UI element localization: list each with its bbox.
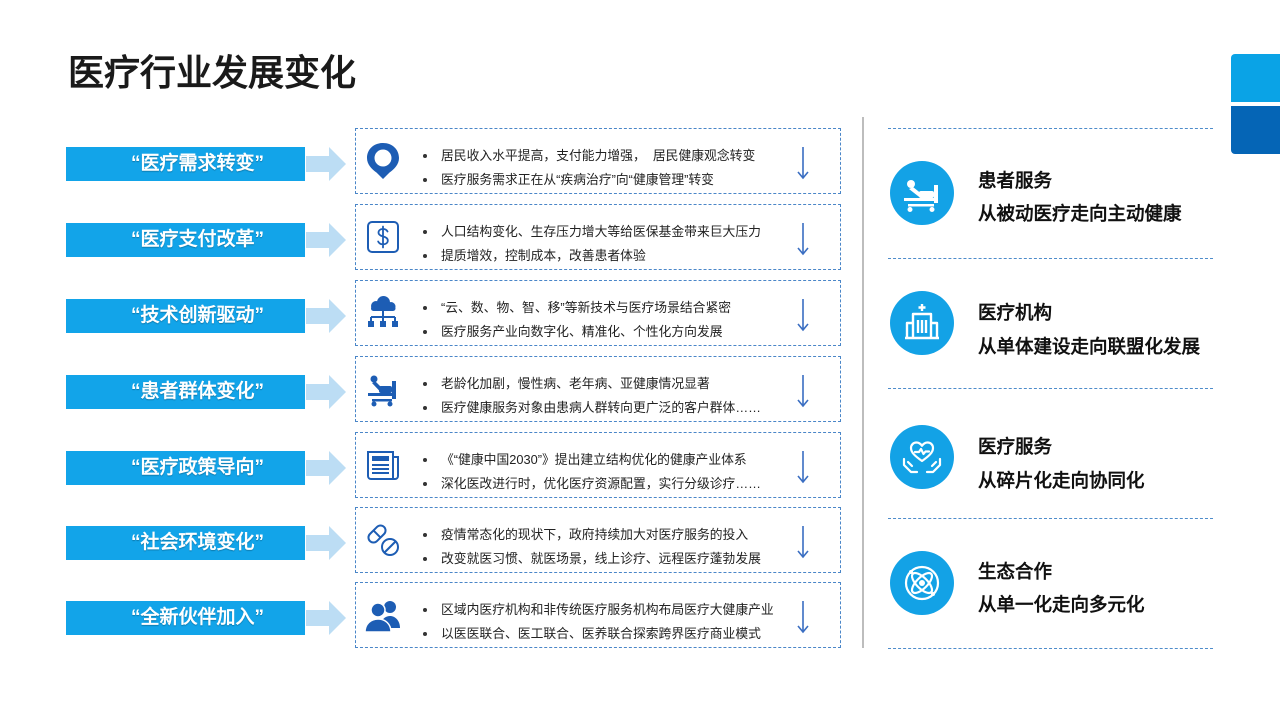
vertical-divider [862, 117, 864, 648]
down-arrow-icon [797, 451, 809, 484]
driver-detail-box: 疫情常态化的现状下，政府持续加大对医疗服务的投入 改变就医习惯、就医场景，线上诊… [355, 507, 841, 573]
driver-row-society: “社会环境变化” 疫情常态化的现状下，政府持续加大对医疗服务的投入 改变就医习惯… [0, 507, 850, 573]
outcome-icon-circle [890, 161, 954, 225]
down-arrow-icon [797, 375, 809, 408]
driver-row-policy: “医疗政策导向” 《“健康中国2030”》提出建立结构优化的健康产业体系 深化医… [0, 432, 850, 498]
bullet-dot [423, 178, 427, 182]
down-arrow-icon [797, 601, 809, 634]
driver-row-demand: “医疗需求转变” 居民收入水平提高，支付能力增强， 居民健康观念转变 医疗服务需… [0, 128, 850, 194]
driver-label: “患者群体变化” [66, 375, 305, 409]
driver-bullet: 《“健康中国2030”》提出建立结构优化的健康产业体系 [441, 452, 747, 467]
heart-hands-icon [902, 441, 942, 474]
bullet-dot [423, 154, 427, 158]
down-arrow-icon [797, 147, 809, 180]
driver-detail-box: 居民收入水平提高，支付能力增强， 居民健康观念转变 医疗服务需求正在从“疾病治疗… [355, 128, 841, 194]
driver-bullet: 提质增效，控制成本，改善患者体验 [441, 248, 646, 263]
right-arrow-icon [306, 223, 346, 257]
driver-label: “医疗政策导向” [66, 451, 305, 485]
driver-detail-box: 老龄化加剧，慢性病、老年病、亚健康情况显著 医疗健康服务对象由患病人群转向更广泛… [355, 356, 841, 422]
driver-label: “全新伙伴加入” [66, 601, 305, 635]
outcome-title: 生态合作 [978, 561, 1053, 582]
outcome-title: 医疗机构 [978, 302, 1053, 323]
location-pin-icon [367, 143, 399, 179]
bullet-dot [423, 330, 427, 334]
driver-label: “社会环境变化” [66, 526, 305, 560]
driver-bullet: 医疗健康服务对象由患病人群转向更广泛的客户群体…… [441, 400, 761, 415]
bullet-dot [423, 608, 427, 612]
newspaper-icon [367, 451, 399, 480]
driver-detail-box: 区域内医疗机构和非传统医疗服务机构布局医疗大健康产业 以医医联合、医工联合、医养… [355, 582, 841, 648]
bullet-dot [423, 306, 427, 310]
right-arrow-icon [306, 451, 346, 485]
dashed-separator [888, 388, 1213, 389]
driver-bullet: 深化医改进行时，优化医疗资源配置，实行分级诊疗…… [441, 476, 761, 491]
driver-bullet: 疫情常态化的现状下，政府持续加大对医疗服务的投入 [441, 527, 749, 542]
bullet-dot [423, 482, 427, 486]
bullet-dot [423, 458, 427, 462]
outcome-subtitle: 从单体建设走向联盟化发展 [978, 336, 1201, 357]
dashed-separator [888, 648, 1213, 649]
bullet-dot [423, 382, 427, 386]
bullet-dot [423, 406, 427, 410]
driver-detail-box: 人口结构变化、生存压力增大等给医保基金带来巨大压力 提质增效，控制成本，改善患者… [355, 204, 841, 270]
dashed-separator [888, 518, 1213, 519]
patient-bed-icon [904, 180, 938, 212]
bullet-dot [423, 533, 427, 537]
right-arrow-icon [306, 375, 346, 409]
down-arrow-icon [797, 526, 809, 559]
right-arrow-icon [306, 147, 346, 181]
bullet-dot [423, 230, 427, 234]
outcome-title: 患者服务 [978, 170, 1053, 191]
driver-detail-box: 《“健康中国2030”》提出建立结构优化的健康产业体系 深化医改进行时，优化医疗… [355, 432, 841, 498]
dashed-separator [888, 258, 1213, 259]
dashed-separator [888, 128, 1213, 129]
driver-bullet: 医疗服务产业向数字化、精准化、个性化方向发展 [441, 324, 723, 339]
outcome-title: 医疗服务 [978, 436, 1053, 457]
driver-label: “技术创新驱动” [66, 299, 305, 333]
driver-row-payment: “医疗支付改革” 人口结构变化、生存压力增大等给医保基金带来巨大压力 提质增效，… [0, 204, 850, 270]
people-icon [364, 601, 400, 633]
hospital-icon [905, 304, 939, 340]
driver-bullet: “云、数、物、智、移”等新技术与医疗场景结合紧密 [441, 300, 732, 315]
bullet-dot [423, 557, 427, 561]
driver-label: “医疗需求转变” [66, 147, 305, 181]
driver-bullet: 以医医联合、医工联合、医养联合探索跨界医疗商业模式 [441, 626, 761, 641]
bullet-dot [423, 632, 427, 636]
down-arrow-icon [797, 223, 809, 256]
outcome-subtitle: 从被动医疗走向主动健康 [978, 203, 1182, 224]
driver-label: “医疗支付改革” [66, 223, 305, 257]
driver-row-patients: “患者群体变化” 老龄化加剧，慢性病、老年病、亚健康情况显著 医疗健康服务对象由… [0, 356, 850, 422]
driver-bullet: 居民收入水平提高，支付能力增强， 居民健康观念转变 [441, 148, 756, 163]
outcome-subtitle: 从单一化走向多元化 [978, 594, 1145, 615]
dollar-icon [367, 221, 399, 253]
pills-icon [367, 524, 399, 556]
right-arrow-icon [306, 526, 346, 560]
driver-row-partners: “全新伙伴加入” 区域内医疗机构和非传统医疗服务机构布局医疗大健康产业 以医医联… [0, 582, 850, 648]
outcome-icon-circle [890, 425, 954, 489]
corner-tab-light [1231, 54, 1280, 102]
outcome-icon-circle [890, 551, 954, 615]
driver-bullet: 人口结构变化、生存压力增大等给医保基金带来巨大压力 [441, 224, 761, 239]
right-arrow-icon [306, 601, 346, 635]
driver-bullet: 区域内医疗机构和非传统医疗服务机构布局医疗大健康产业 [441, 602, 774, 617]
bullet-dot [423, 254, 427, 258]
down-arrow-icon [797, 299, 809, 332]
driver-bullet: 改变就医习惯、就医场景，线上诊疗、远程医疗蓬勃发展 [441, 551, 761, 566]
driver-bullet: 医疗服务需求正在从“疾病治疗”向“健康管理”转变 [441, 172, 714, 187]
page-title: 医疗行业发展变化 [68, 52, 357, 93]
outcome-subtitle: 从碎片化走向协同化 [978, 470, 1145, 491]
atom-icon [904, 565, 940, 601]
right-arrow-icon [306, 299, 346, 333]
driver-bullet: 老龄化加剧，慢性病、老年病、亚健康情况显著 [441, 376, 710, 391]
driver-row-technology: “技术创新驱动” “云、数、物、智、移”等新技术与医疗场景结合紧密 医疗服务产业… [0, 280, 850, 346]
cloud-network-icon [368, 296, 398, 327]
patient-bed-icon [368, 375, 396, 407]
corner-tab-dark [1231, 106, 1280, 154]
outcome-icon-circle [890, 291, 954, 355]
driver-detail-box: “云、数、物、智、移”等新技术与医疗场景结合紧密 医疗服务产业向数字化、精准化、… [355, 280, 841, 346]
